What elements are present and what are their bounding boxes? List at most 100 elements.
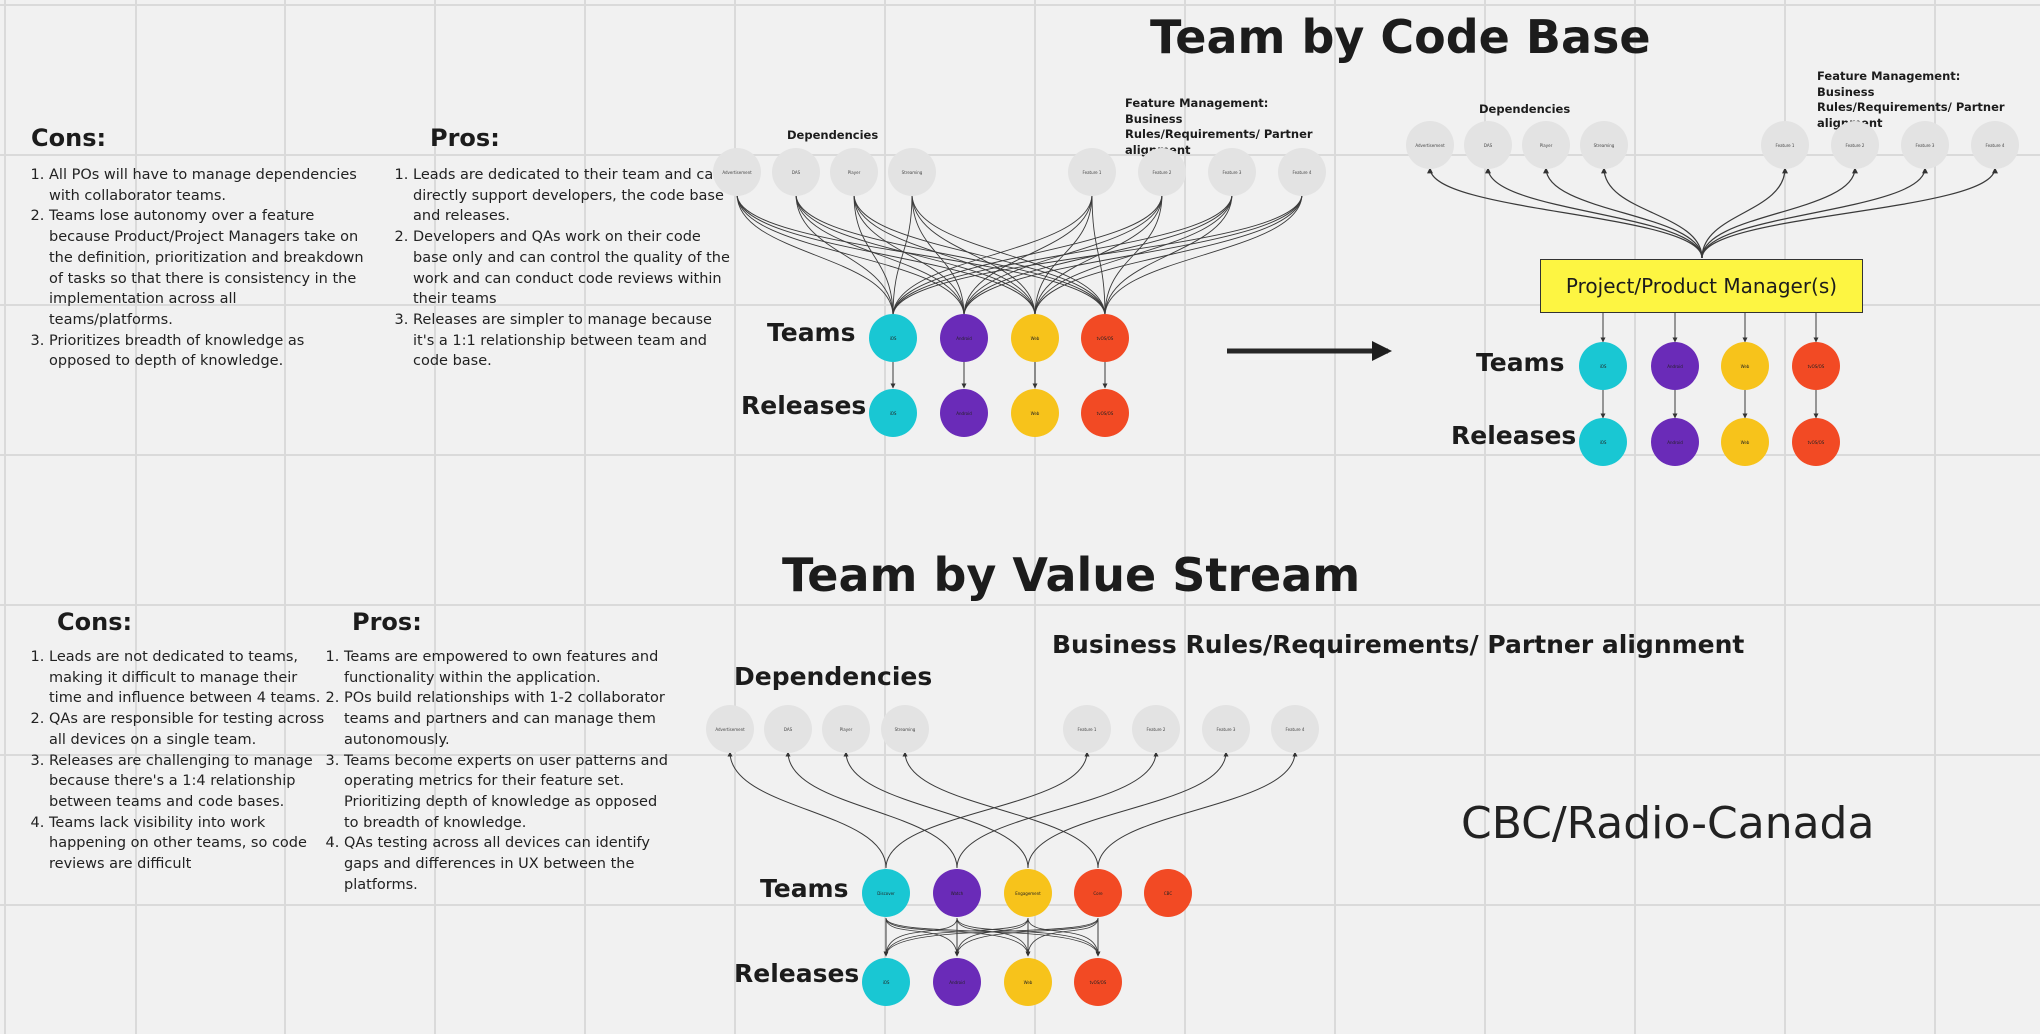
left-teams-label: Teams	[767, 318, 856, 347]
svg-text:Feature 4: Feature 4	[1986, 143, 2005, 148]
left-team-node[interactable]: Android	[940, 314, 988, 362]
right-top-node[interactable]: Feature 1	[1761, 121, 1809, 169]
svg-text:Feature 4: Feature 4	[1286, 727, 1305, 732]
svg-text:Web: Web	[1031, 411, 1040, 416]
right-team-node[interactable]: iOS	[1579, 342, 1627, 390]
vs-release-node[interactable]: Web	[1004, 958, 1052, 1006]
right-top-node[interactable]: Streaming	[1580, 121, 1628, 169]
list-item: QAs testing across all devices can ident…	[344, 833, 669, 895]
vs-teams-label: Teams	[760, 874, 849, 903]
svg-text:Web: Web	[1741, 440, 1750, 445]
svg-text:Streaming: Streaming	[1594, 143, 1615, 148]
vs-top-node[interactable]: Player	[822, 705, 870, 753]
project-manager-box[interactable]: Project/Product Manager(s)	[1540, 259, 1863, 313]
left-top-node[interactable]: DAS	[772, 148, 820, 196]
vs-top-node[interactable]: Advertisement	[706, 705, 754, 753]
right-releases-label: Releases	[1451, 421, 1577, 450]
svg-text:iOS: iOS	[1600, 364, 1607, 369]
code-base-title: Team by Code Base	[1150, 10, 1651, 64]
right-teams-label: Teams	[1476, 348, 1565, 377]
vs-team-node[interactable]: Discover	[862, 869, 910, 917]
value-stream-cons-list: Leads are not dedicated to teams, making…	[31, 647, 329, 875]
right-team-node[interactable]: tvOS/OS	[1792, 342, 1840, 390]
list-item: Developers and QAs work on their code ba…	[413, 227, 733, 310]
left-team-node[interactable]: tvOS/OS	[1081, 314, 1129, 362]
left-top-node[interactable]: Feature 4	[1278, 148, 1326, 196]
right-release-node[interactable]: tvOS/OS	[1792, 418, 1840, 466]
code-base-cons-list: All POs will have to manage dependencies…	[31, 165, 364, 372]
list-item: Releases are challenging to manage becau…	[49, 751, 329, 813]
svg-text:Advertisement: Advertisement	[1415, 143, 1445, 148]
vs-top-node[interactable]: Streaming	[881, 705, 929, 753]
svg-text:Advertisement: Advertisement	[715, 727, 745, 732]
right-top-node[interactable]: Feature 3	[1901, 121, 1949, 169]
value-stream-pros-heading: Pros:	[352, 608, 422, 636]
list-item: QAs are responsible for testing across a…	[49, 709, 329, 750]
svg-text:Streaming: Streaming	[902, 170, 923, 175]
left-release-node[interactable]: Android	[940, 389, 988, 437]
value-stream-title: Team by Value Stream	[782, 548, 1361, 602]
vs-team-node[interactable]: Watch	[933, 869, 981, 917]
right-team-node[interactable]: Web	[1721, 342, 1769, 390]
left-release-node[interactable]: tvOS/OS	[1081, 389, 1129, 437]
svg-text:Feature 1: Feature 1	[1776, 143, 1795, 148]
right-dependencies-label: Dependencies	[1479, 102, 1571, 116]
svg-text:iOS: iOS	[890, 336, 897, 341]
list-item: Teams are empowered to own features and …	[344, 647, 669, 688]
vs-release-node[interactable]: iOS	[862, 958, 910, 1006]
right-top-node[interactable]: Player	[1522, 121, 1570, 169]
svg-text:iOS: iOS	[890, 411, 897, 416]
svg-text:Feature 2: Feature 2	[1153, 170, 1172, 175]
svg-text:tvOS/OS: tvOS/OS	[1090, 980, 1107, 985]
vs-top-node[interactable]: Feature 1	[1063, 705, 1111, 753]
right-top-node[interactable]: Feature 4	[1971, 121, 2019, 169]
vs-team-node[interactable]: Core	[1074, 869, 1122, 917]
brand-label: CBC/Radio-Canada	[1461, 798, 1875, 849]
vs-release-node[interactable]: tvOS/OS	[1074, 958, 1122, 1006]
right-top-node[interactable]: Advertisement	[1406, 121, 1454, 169]
left-top-node[interactable]: Feature 2	[1138, 148, 1186, 196]
list-item: Teams lack visibility into work happenin…	[49, 813, 329, 875]
vs-top-node[interactable]: DAS	[764, 705, 812, 753]
left-top-node[interactable]: Feature 3	[1208, 148, 1256, 196]
right-top-node[interactable]: DAS	[1464, 121, 1512, 169]
svg-text:Feature 2: Feature 2	[1846, 143, 1865, 148]
svg-text:Android: Android	[949, 980, 965, 985]
right-team-node[interactable]: Android	[1651, 342, 1699, 390]
left-top-node[interactable]: Player	[830, 148, 878, 196]
vs-top-node[interactable]: Feature 2	[1132, 705, 1180, 753]
left-dependencies-label: Dependencies	[787, 128, 879, 142]
svg-text:tvOS/OS: tvOS/OS	[1808, 440, 1825, 445]
right-feature-label: Feature Management: Business Rules/Requi…	[1817, 69, 2005, 130]
left-top-node[interactable]: Streaming	[888, 148, 936, 196]
left-release-node[interactable]: Web	[1011, 389, 1059, 437]
right-release-node[interactable]: Android	[1651, 418, 1699, 466]
left-team-node[interactable]: iOS	[869, 314, 917, 362]
value-stream-cons-heading: Cons:	[57, 608, 133, 636]
left-top-node[interactable]: Advertisement	[713, 148, 761, 196]
vs-team-node[interactable]: CBC	[1144, 869, 1192, 917]
right-top-node[interactable]: Feature 2	[1831, 121, 1879, 169]
list-item: Leads are not dedicated to teams, making…	[49, 647, 329, 709]
right-release-node[interactable]: iOS	[1579, 418, 1627, 466]
svg-text:Feature 4: Feature 4	[1293, 170, 1312, 175]
svg-text:iOS: iOS	[1600, 440, 1607, 445]
code-base-cons-heading: Cons:	[31, 124, 107, 152]
svg-text:iOS: iOS	[883, 980, 890, 985]
left-release-node[interactable]: iOS	[869, 389, 917, 437]
left-team-node[interactable]: Web	[1011, 314, 1059, 362]
list-item: Leads are dedicated to their team and ca…	[413, 165, 733, 227]
code-base-pros-list: Leads are dedicated to their team and ca…	[395, 165, 733, 372]
svg-text:Feature 3: Feature 3	[1217, 727, 1236, 732]
right-release-node[interactable]: Web	[1721, 418, 1769, 466]
vs-team-node[interactable]: Engagement	[1004, 869, 1052, 917]
code-base-pros-heading: Pros:	[430, 124, 500, 152]
svg-text:Feature 3: Feature 3	[1223, 170, 1242, 175]
vs-top-node[interactable]: Feature 4	[1271, 705, 1319, 753]
vs-release-node[interactable]: Android	[933, 958, 981, 1006]
svg-text:Feature 2: Feature 2	[1147, 727, 1166, 732]
svg-text:tvOS/OS: tvOS/OS	[1808, 364, 1825, 369]
vs-top-node[interactable]: Feature 3	[1202, 705, 1250, 753]
left-top-node[interactable]: Feature 1	[1068, 148, 1116, 196]
